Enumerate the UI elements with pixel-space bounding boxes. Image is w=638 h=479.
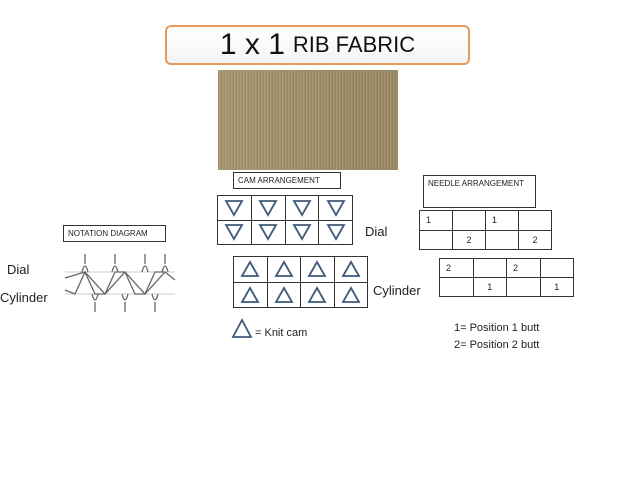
title-suffix: RIB FABRIC: [293, 32, 415, 58]
notation-diagram-label: NOTATION DIAGRAM: [63, 225, 166, 242]
dial-cam-cell: [251, 220, 285, 245]
cylinder-label-cam: Cylinder: [373, 283, 421, 298]
dial-cam-cell: [218, 196, 252, 221]
cylinder-needle-cell: 1: [540, 278, 574, 297]
tuck-cam-down-triangle: [292, 199, 312, 217]
cylinder-cam-cell: [334, 257, 368, 283]
tuck-cam-down-triangle: [224, 223, 244, 241]
dial-cam-cell: [285, 196, 319, 221]
title-box: 1 x 1 RIB FABRIC: [165, 25, 470, 65]
cylinder-cam-cell: [234, 282, 268, 308]
knit-cam-up-triangle: [307, 260, 327, 278]
cylinder-cam-row: [234, 282, 368, 308]
knit-cam-legend: = Knit cam: [255, 326, 307, 341]
dial-needle-cell: [519, 211, 552, 231]
cylinder-needle-cell: [440, 278, 474, 297]
cylinder-needle-cell: [473, 259, 507, 278]
dial-cam-cell: [218, 220, 252, 245]
dial-needle-cell: [420, 230, 453, 250]
dial-needle-cell: 1: [420, 211, 453, 231]
cylinder-needle-cell: 1: [473, 278, 507, 297]
cylinder-cam-cell: [301, 257, 335, 283]
notation-diagram: [60, 250, 180, 316]
dial-cam-row: [218, 196, 353, 221]
cylinder-label-left: Cylinder: [0, 290, 48, 305]
dial-label-cam: Dial: [365, 224, 387, 239]
knit-cam-up-triangle: [274, 260, 294, 278]
knit-cam-up-triangle: [341, 286, 361, 304]
tuck-cam-down-triangle: [224, 199, 244, 217]
knit-cam-up-triangle: [307, 286, 327, 304]
cylinder-cam-cell: [234, 257, 268, 283]
dial-cam-row: [218, 220, 353, 245]
tuck-cam-down-triangle: [258, 223, 278, 241]
cylinder-needle-cell: 2: [440, 259, 474, 278]
knit-cam-up-triangle: [274, 286, 294, 304]
knit-cam-up-triangle: [240, 286, 260, 304]
title-main: 1 x 1: [220, 28, 285, 62]
knit-cam-legend-icon: [231, 318, 253, 340]
cylinder-cam-grid: [233, 256, 368, 308]
tuck-cam-down-triangle: [326, 199, 346, 217]
cylinder-cam-row: [234, 257, 368, 283]
knit-cam-up-triangle: [341, 260, 361, 278]
cylinder-cam-cell: [267, 257, 301, 283]
position2-legend: 2= Position 2 butt: [454, 338, 539, 353]
dial-needle-cell: 2: [519, 230, 552, 250]
needle-arrangement-label: NEEDLE ARRANGEMENT: [423, 175, 536, 208]
dial-cam-cell: [285, 220, 319, 245]
cylinder-needle-cell: [540, 259, 574, 278]
tuck-cam-down-triangle: [258, 199, 278, 217]
cylinder-cam-cell: [334, 282, 368, 308]
position1-legend: 1= Position 1 butt: [454, 321, 539, 336]
dial-needle-cell: 2: [453, 230, 486, 250]
dial-cam-cell: [319, 220, 353, 245]
dial-cam-cell: [251, 196, 285, 221]
knit-cam-up-triangle: [240, 260, 260, 278]
cam-arrangement-label: CAM ARRANGEMENT: [233, 172, 341, 189]
dial-cam-cell: [319, 196, 353, 221]
tuck-cam-down-triangle: [326, 223, 346, 241]
cylinder-needle-cell: 2: [507, 259, 541, 278]
dial-cam-grid: [217, 195, 353, 245]
fabric-image: [218, 70, 398, 170]
dial-label-left: Dial: [7, 262, 29, 277]
cylinder-cam-cell: [301, 282, 335, 308]
cylinder-cam-cell: [267, 282, 301, 308]
cylinder-needle-cell: [507, 278, 541, 297]
dial-needle-cell: [453, 211, 486, 231]
dial-needle-cell: [486, 230, 519, 250]
tuck-cam-down-triangle: [292, 223, 312, 241]
dial-needle-cell: 1: [486, 211, 519, 231]
